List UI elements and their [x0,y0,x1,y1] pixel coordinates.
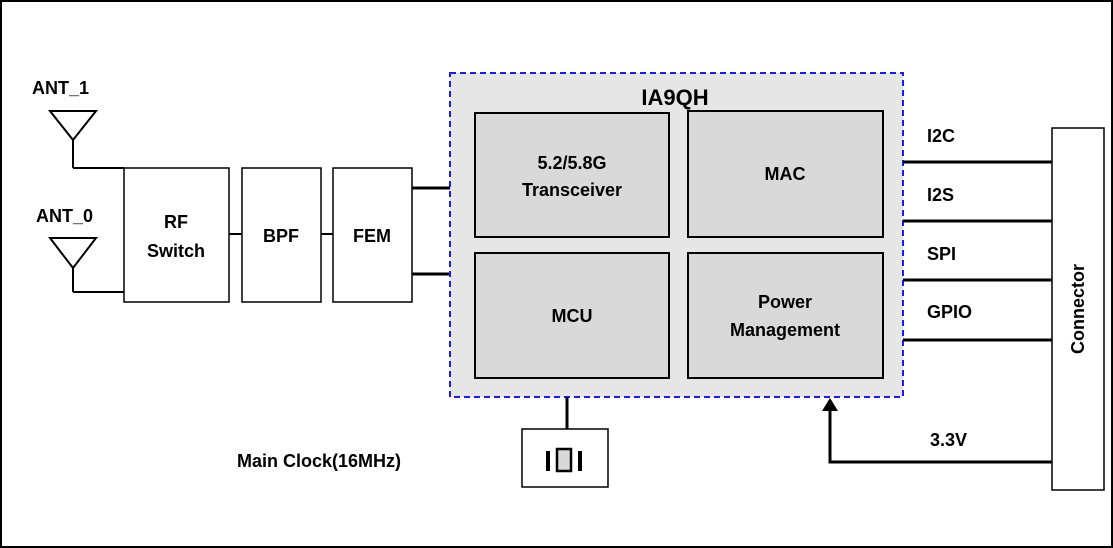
power-input-label: 3.3V [930,430,967,450]
power-supply-line [828,409,1052,464]
antenna-0-icon [47,237,124,293]
power-management-block [687,252,884,379]
rf-switch-label-line2: Switch [147,241,205,261]
bpf-label: BPF [263,226,299,246]
fem-block [332,167,413,303]
crystal-icon [546,447,582,473]
power-label-line2: Management [730,320,840,340]
mcu-block [474,252,670,379]
antenna-1-label: ANT_1 [32,78,89,98]
connector-label: Connector [1068,264,1088,354]
chip-title: IA9QH [641,85,708,110]
transceiver-label-line1: 5.2/5.8G [537,153,606,173]
mac-block [687,110,884,238]
clock-label: Main Clock(16MHz) [237,451,401,471]
rf-switch-block [123,167,230,303]
power-supply-arrow-icon [822,398,838,411]
mcu-label: MCU [552,306,593,326]
power-label-line1: Power [758,292,812,312]
mac-label: MAC [765,164,806,184]
interface-label-spi: SPI [927,244,956,264]
transceiver-block [474,112,670,238]
interface-label-gpio: GPIO [927,302,972,322]
rf-switch-label-line1: RF [164,212,188,232]
interface-label-i2s: I2S [927,185,954,205]
transceiver-label-line2: Transceiver [522,180,622,200]
connector-block [1051,127,1105,491]
antenna-1-icon [47,110,124,169]
antenna-0-label: ANT_0 [36,206,93,226]
interface-label-i2c: I2C [927,126,955,146]
bpf-block [241,167,322,303]
fem-label: FEM [353,226,391,246]
